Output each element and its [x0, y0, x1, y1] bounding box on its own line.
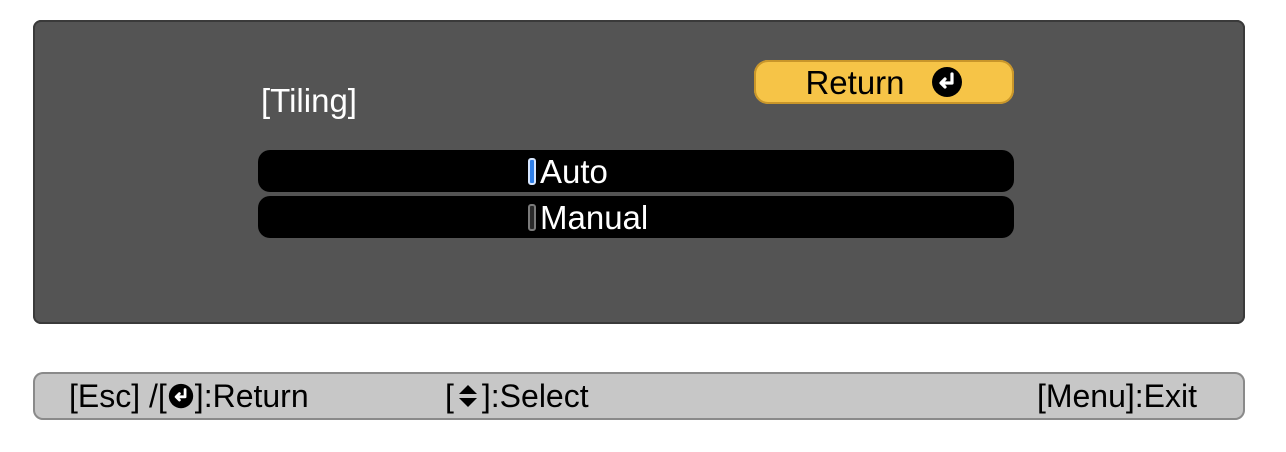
- option-label: Auto: [540, 152, 608, 190]
- help-esc-return: [Esc] /[ ]:Return: [69, 372, 309, 420]
- return-button[interactable]: Return: [754, 60, 1014, 104]
- tiling-options-list: Auto Manual: [258, 150, 1014, 238]
- option-auto[interactable]: Auto: [258, 150, 1014, 192]
- help-select-suffix: ]:Select: [481, 378, 589, 414]
- tiling-dialog: [Tiling] Return Auto M: [33, 20, 1245, 324]
- enter-icon: [168, 383, 194, 409]
- option-manual[interactable]: Manual: [258, 196, 1014, 238]
- help-select: [ ]:Select: [445, 372, 589, 420]
- dialog-title: [Tiling]: [261, 82, 357, 119]
- help-esc-suffix: ]:Return: [194, 378, 309, 414]
- help-select-prefix: [: [445, 378, 454, 414]
- help-menu-exit: [Menu]:Exit: [1036, 378, 1197, 414]
- up-down-icon: [455, 383, 481, 409]
- option-label: Manual: [540, 198, 649, 236]
- enter-icon: [931, 66, 963, 98]
- help-esc-prefix: [Esc] /[: [69, 378, 167, 414]
- selected-marker: [528, 157, 536, 185]
- help-bar: [Esc] /[ ]:Return [ ]:Select [Menu]:Exit: [33, 372, 1245, 420]
- unselected-marker: [528, 203, 536, 231]
- return-button-label: Return: [805, 63, 905, 101]
